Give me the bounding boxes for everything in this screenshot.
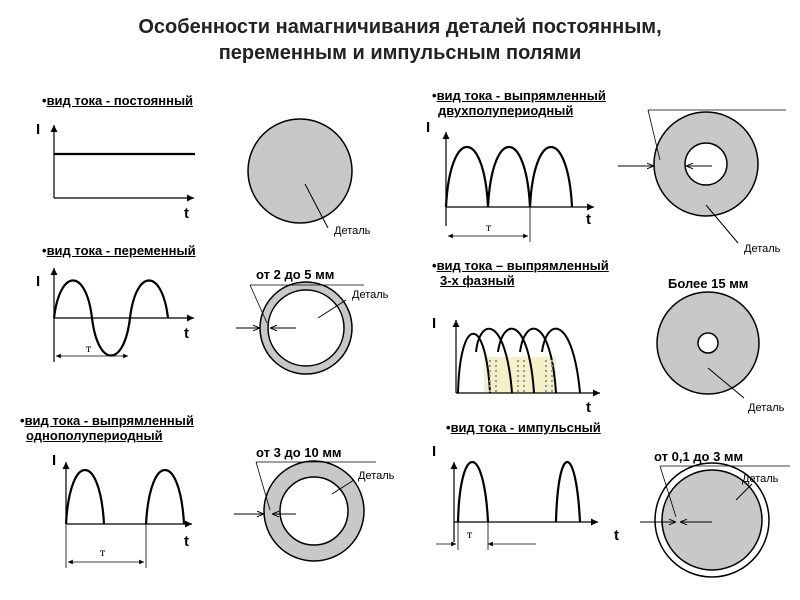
heading-pulse-text: вид тока - импульсный: [450, 420, 601, 435]
depth-leader: [647, 109, 661, 161]
pulse-1: [456, 460, 490, 523]
depth-leader: [255, 461, 271, 511]
heading-full-wave: •вид тока - выпрямленный двухполупериодн…: [432, 88, 606, 118]
heading-three-phase-line-2: 3-х фазный: [440, 273, 515, 288]
detail-label: Деталь: [352, 289, 389, 301]
disc-hole: [697, 332, 719, 354]
period-label: т: [100, 545, 106, 559]
size-label-pulse: от 0,1 до 3 мм: [654, 449, 744, 464]
time-axis-label: t: [586, 211, 591, 228]
bullet: •: [432, 258, 437, 273]
three-phase-graph: I t: [432, 315, 600, 416]
heading-half-wave: •вид тока - выпрямленный однополупериодн…: [20, 413, 194, 443]
ring-inner: [267, 289, 345, 367]
bullet: •: [42, 243, 47, 258]
half-wave-pulse-1: [64, 468, 106, 525]
heading-dc-text: вид тока - постоянный: [46, 93, 194, 108]
half-wave-pulse-2: [144, 468, 186, 525]
heading-full-wave-line-1: вид тока - выпрямленный: [436, 88, 606, 103]
heading-pulse: •вид тока - импульсный: [446, 420, 601, 435]
ac-graph: т I t: [36, 268, 194, 362]
ac-part: Деталь: [236, 281, 389, 375]
detail-label: Деталь: [742, 473, 779, 485]
title-line-1: Особенности намагничивания деталей посто…: [138, 16, 662, 38]
bullet: •: [20, 413, 25, 428]
full-wave-waveform: [444, 145, 574, 208]
time-axis-label: t: [614, 527, 619, 544]
leader-line: [317, 299, 347, 319]
phase-dots: [489, 360, 553, 392]
full-wave-part: Деталь: [618, 109, 786, 255]
three-phase-part: Деталь: [656, 291, 785, 414]
disc-hole: [684, 142, 728, 186]
heading-three-phase: •вид тока – выпрямленный 3-х фазный: [432, 258, 609, 288]
depth-leader: [249, 284, 268, 324]
title-line-2: переменным и импульсным полями: [218, 42, 582, 64]
leader-line: [735, 483, 753, 501]
leader-line: [304, 183, 329, 229]
full-wave-graph: т I t: [426, 119, 594, 242]
heading-ac: •вид тока - переменный: [42, 243, 196, 258]
period-label: т: [486, 220, 492, 234]
bullet: •: [42, 93, 47, 108]
time-axis-label: t: [586, 399, 591, 416]
current-axis-label: I: [52, 452, 56, 469]
heading-three-phase-line-1: вид тока – выпрямленный: [436, 258, 609, 273]
heading-half-wave-line-1: вид тока - выпрямленный: [24, 413, 194, 428]
size-label-ac: от 2 до 5 мм: [256, 267, 335, 282]
detail-label: Деталь: [744, 243, 781, 255]
pulse-graph: т I t: [432, 443, 619, 550]
detail-label: Деталь: [358, 470, 395, 482]
current-axis-label: I: [432, 443, 436, 460]
current-axis-label: I: [426, 119, 430, 136]
size-label-three-phase: Более 15 мм: [668, 276, 749, 291]
dc-part: Деталь: [247, 118, 371, 237]
leader-line: [331, 479, 355, 495]
disc-core: [661, 469, 763, 571]
heading-full-wave-line-2: двухполупериодный: [438, 103, 574, 118]
current-axis-label: I: [36, 121, 40, 138]
detail-label: Деталь: [334, 225, 371, 237]
current-axis-label: I: [36, 273, 40, 290]
pulse-part: Деталь: [640, 462, 790, 578]
heading-ac-text: вид тока - переменный: [46, 243, 196, 258]
current-axis-label: I: [432, 315, 436, 332]
half-wave-graph: т I t: [52, 452, 192, 568]
size-label-half-wave: от 3 до 10 мм: [256, 445, 342, 460]
heading-half-wave-line-2: однополупериодный: [26, 428, 163, 443]
bullet: •: [446, 420, 451, 435]
page-title: Особенности намагничивания деталей посто…: [0, 14, 800, 66]
three-phase-waveform: [457, 327, 581, 394]
depth-leader: [659, 465, 677, 518]
period-label: т: [86, 341, 92, 355]
time-axis-label: t: [184, 205, 189, 222]
dc-graph: I t: [36, 121, 195, 222]
bullet: •: [432, 88, 437, 103]
detail-label: Деталь: [748, 402, 785, 414]
ring-inner: [279, 476, 349, 546]
leader-line: [705, 204, 739, 244]
half-wave-part: Деталь: [234, 460, 395, 562]
heading-dc: •вид тока - постоянный: [42, 93, 193, 108]
time-axis-label: t: [184, 325, 189, 342]
leader-line: [707, 367, 745, 399]
pulse-2: [554, 460, 582, 523]
time-axis-label: t: [184, 533, 189, 550]
period-label: т: [467, 527, 473, 541]
solid-part-circle: [247, 118, 353, 224]
